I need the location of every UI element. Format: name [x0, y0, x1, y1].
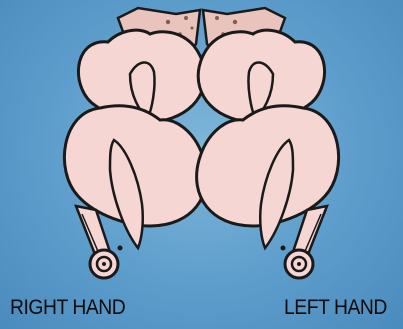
- left-hand-label: LEFT HAND: [284, 296, 387, 320]
- right-eye-ring: [90, 250, 118, 278]
- left-hand-knot: [197, 8, 339, 278]
- right-hand-knot: [64, 8, 206, 278]
- right-hand-label: RIGHT HAND: [10, 296, 125, 320]
- left-eye-ring: [285, 250, 313, 278]
